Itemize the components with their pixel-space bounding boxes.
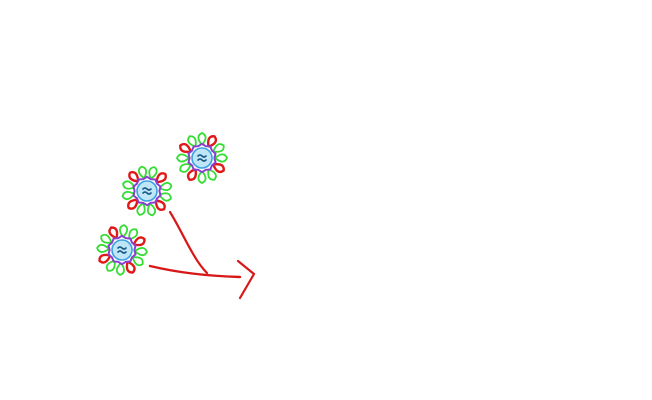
spike-protein: [179, 142, 192, 153]
spike-protein: [100, 233, 113, 244]
spike-protein: [186, 168, 197, 181]
spike-protein: [197, 132, 207, 146]
arrow-head: [236, 259, 256, 300]
spike-protein: [105, 259, 116, 272]
spike-protein: [121, 190, 136, 201]
inner-capsid: [136, 180, 158, 202]
spike-protein: [212, 143, 225, 153]
spike-protein: [131, 256, 144, 267]
spike-protein: [96, 243, 110, 253]
spike-protein: [137, 165, 148, 180]
outer-envelope: [107, 234, 137, 266]
virus-group: [96, 132, 228, 276]
arrow-icon: [148, 210, 256, 300]
spike-protein: [176, 153, 190, 163]
spike-protein: [158, 181, 173, 192]
spike-protein: [146, 202, 157, 217]
spike-protein: [98, 253, 112, 264]
spike-protein: [197, 170, 207, 184]
virus-particle-icon: [176, 132, 228, 184]
spike-protein: [148, 166, 158, 180]
spike-protein: [212, 163, 225, 174]
virus-particle-icon: [121, 165, 173, 217]
spike-protein: [136, 202, 146, 216]
genome-mark: [142, 187, 152, 195]
inner-capsid: [191, 147, 213, 169]
spike-protein: [132, 236, 146, 247]
spike-protein: [127, 198, 139, 210]
spike-protein: [134, 247, 148, 257]
spike-protein: [154, 199, 166, 211]
spike-protein: [125, 260, 136, 274]
spike-protein: [119, 224, 129, 238]
spike-protein: [214, 153, 228, 163]
spike-protein: [128, 171, 140, 183]
spike-protein: [207, 168, 217, 181]
spike-protein: [158, 192, 172, 202]
inner-capsid: [111, 239, 133, 261]
arrow-stroke-lower: [148, 264, 242, 279]
outer-envelope: [187, 142, 217, 174]
spike-protein: [108, 226, 119, 240]
spike-protein: [155, 172, 167, 184]
spike-protein: [207, 135, 218, 148]
outer-envelope: [132, 175, 162, 207]
spike-protein: [179, 163, 192, 173]
virus-particle-icon: [96, 224, 148, 276]
arrow-stroke-upper: [168, 210, 209, 275]
spike-protein: [187, 135, 197, 148]
genome-mark: [197, 154, 207, 162]
spike-protein: [122, 180, 136, 190]
genome-mark: [117, 246, 127, 254]
spike-protein: [128, 228, 139, 241]
spike-protein: [115, 262, 125, 276]
